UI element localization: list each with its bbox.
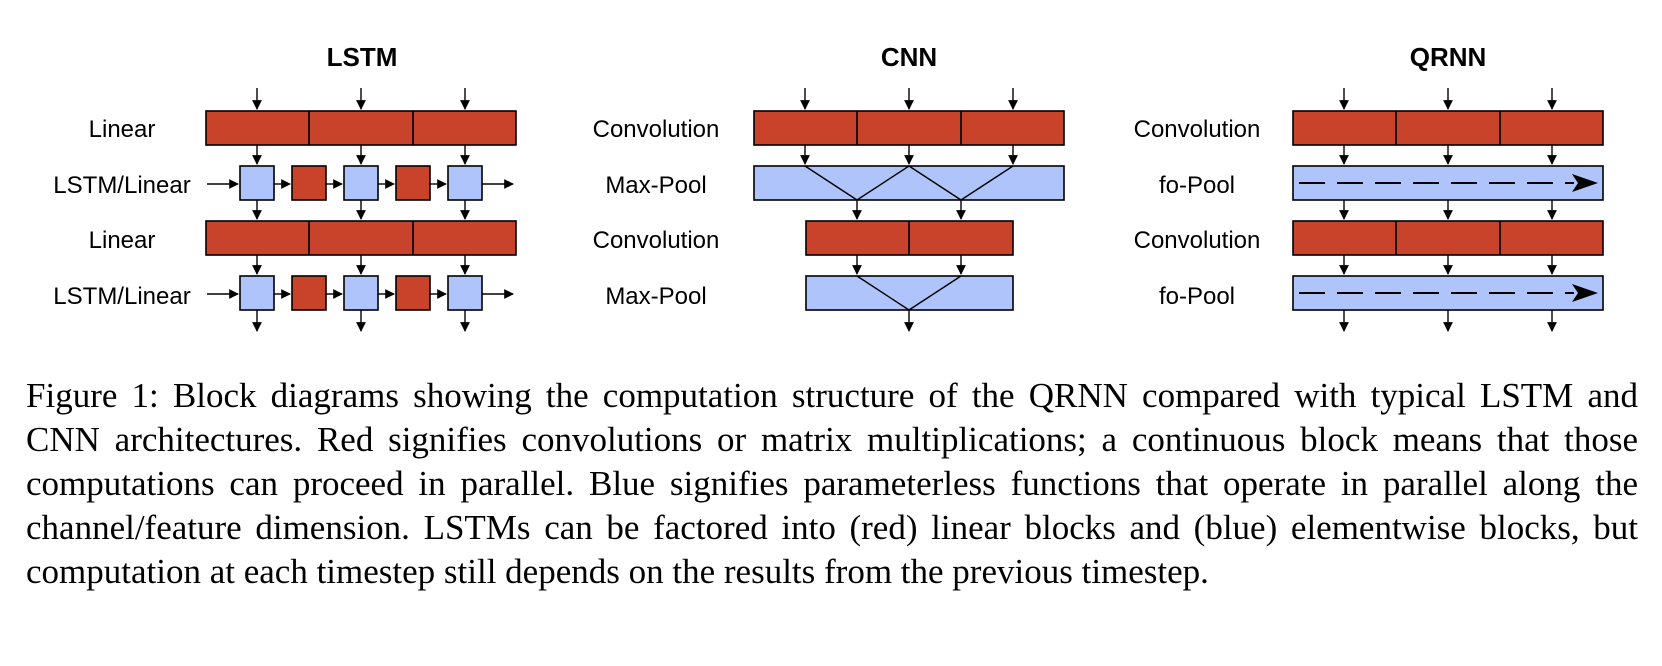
cnn-convolution-block-2: [805, 220, 1014, 256]
qrnn-output-arrows: [1339, 310, 1557, 332]
lstm-arrows-2: [252, 200, 470, 220]
lstm-recurrent-row-1: [207, 165, 514, 201]
qrnn-row-label-4: fo-Pool: [1159, 283, 1235, 310]
lstm-linear-block-1: [205, 110, 517, 146]
cnn-title: CNN: [881, 42, 937, 72]
cnn-convolution-block-1: [753, 110, 1065, 146]
qrnn-fopool-block-1: [1292, 165, 1604, 201]
lstm-arrows-1: [252, 145, 470, 165]
cnn-maxpool-block-2: [805, 275, 1014, 311]
figure-diagrams: LSTM Linear LSTM/Linear Linear LSTM/Line…: [53, 42, 1604, 332]
qrnn-convolution-block-1: [1292, 110, 1604, 146]
cnn-arrows-3: [852, 255, 966, 275]
lstm-input-arrows: [252, 88, 470, 110]
lstm-linear-block-2: [205, 220, 517, 256]
lstm-recurrent-row-2: [207, 275, 514, 311]
qrnn-diagram: QRNN Convolution fo-Pool Convolution fo-…: [1134, 42, 1604, 332]
cnn-input-arrows: [800, 88, 1018, 110]
lstm-row-label-2: LSTM/Linear: [53, 172, 190, 199]
cnn-arrows-1: [800, 145, 1018, 165]
cnn-row-label-4: Max-Pool: [605, 283, 706, 310]
lstm-row-label-1: Linear: [89, 116, 156, 143]
qrnn-fopool-block-2: [1292, 275, 1604, 311]
cnn-row-label-3: Convolution: [593, 227, 720, 254]
cnn-arrows-2: [852, 200, 966, 220]
qrnn-row-label-2: fo-Pool: [1159, 172, 1235, 199]
lstm-row-label-4: LSTM/Linear: [53, 283, 190, 310]
qrnn-input-arrows: [1339, 88, 1557, 110]
qrnn-arrows-1: [1339, 145, 1557, 165]
cnn-row-label-1: Convolution: [593, 116, 720, 143]
figure-caption: Figure 1: Block diagrams showing the com…: [26, 376, 1638, 591]
qrnn-convolution-block-2: [1292, 220, 1604, 256]
qrnn-title: QRNN: [1410, 42, 1487, 72]
lstm-row-label-3: Linear: [89, 227, 156, 254]
lstm-diagram: LSTM Linear LSTM/Linear Linear LSTM/Line…: [53, 42, 517, 332]
lstm-title: LSTM: [327, 42, 398, 72]
qrnn-arrows-3: [1339, 255, 1557, 275]
qrnn-row-label-1: Convolution: [1134, 116, 1261, 143]
cnn-row-label-2: Max-Pool: [605, 172, 706, 199]
qrnn-arrows-2: [1339, 200, 1557, 220]
cnn-maxpool-block-1: [753, 165, 1065, 201]
lstm-arrows-3: [252, 255, 470, 275]
cnn-diagram: CNN Convolution Max-Pool Convolution Max…: [593, 42, 1065, 332]
lstm-output-arrows: [252, 310, 470, 332]
qrnn-row-label-3: Convolution: [1134, 227, 1261, 254]
